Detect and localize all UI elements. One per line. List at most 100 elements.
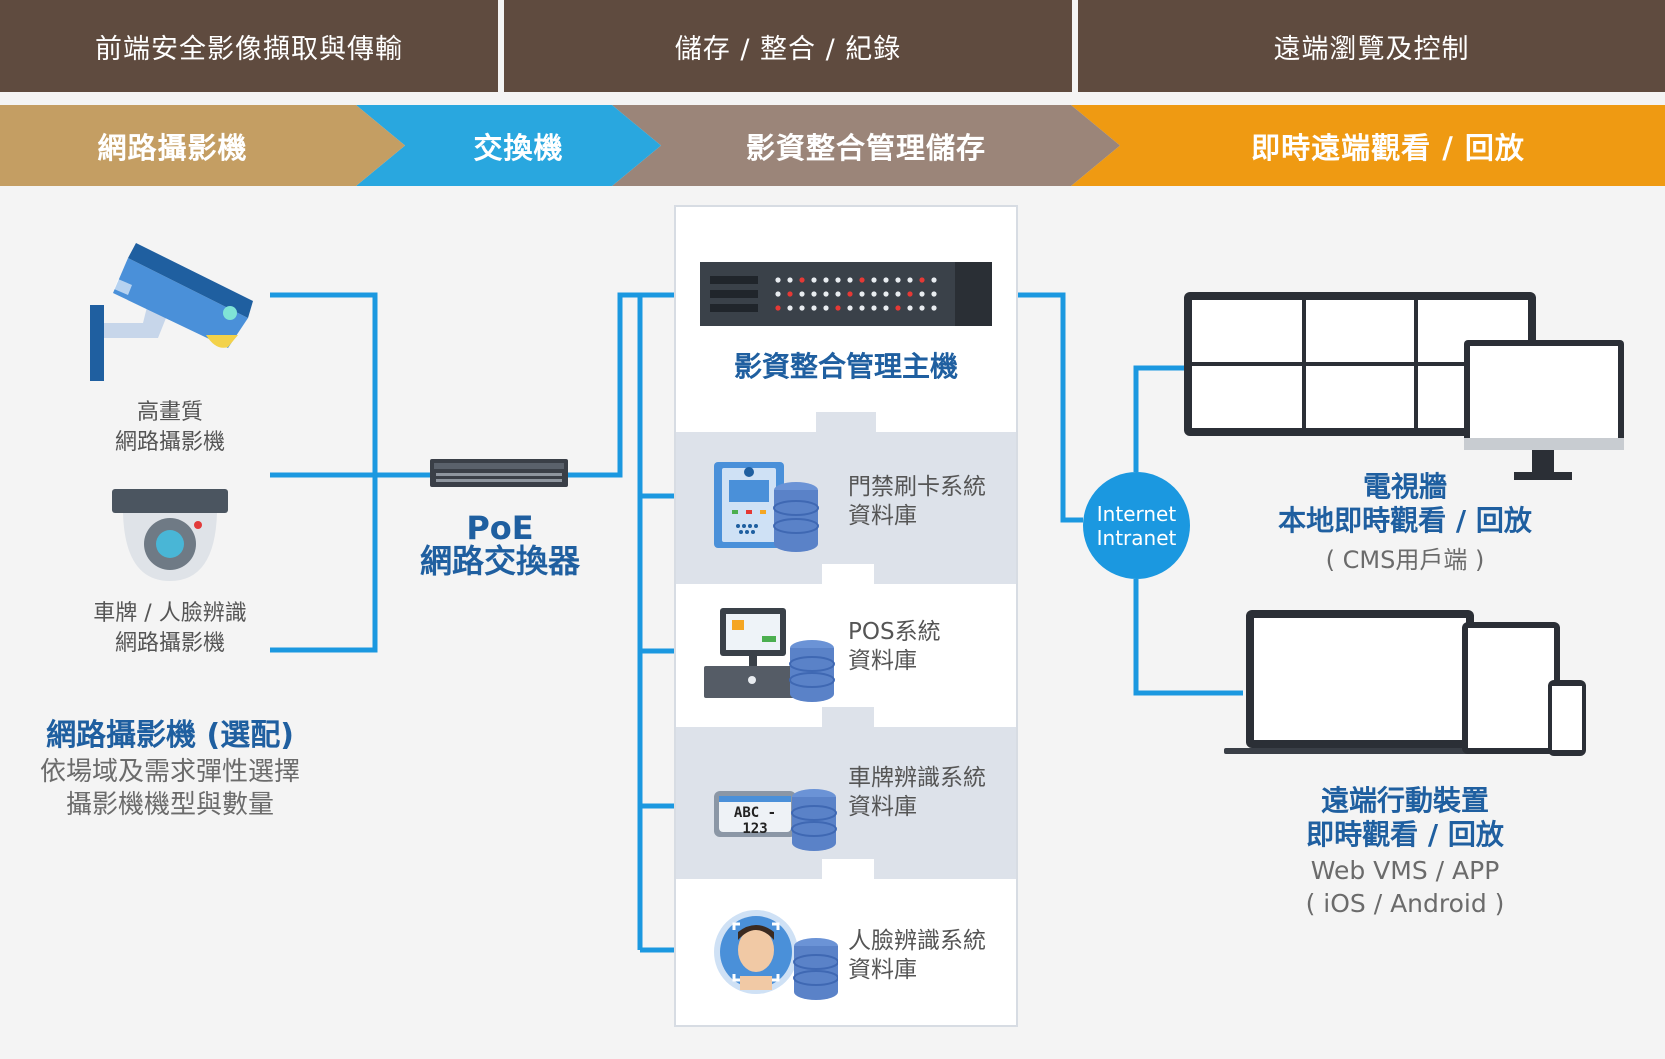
nvr-led xyxy=(919,277,925,283)
poe-switch-label-line2: 網路交換器 xyxy=(419,542,580,580)
optional-camera-desc: 依場域及需求彈性選擇 攝影機機型與數量 xyxy=(10,756,330,822)
mobile-label-line1: 遠端行動裝置 xyxy=(1320,784,1489,817)
nvr-led xyxy=(871,305,877,311)
header-storage: 儲存 / 整合 / 紀錄 xyxy=(504,0,1072,92)
nvr-led xyxy=(811,291,817,297)
optional-camera-desc-line2: 攝影機機型與數量 xyxy=(65,790,274,820)
optional-camera-title: 網路攝影機 (選配) xyxy=(46,718,294,753)
internet-node: Internet Intranet xyxy=(1083,472,1190,579)
nvr-led xyxy=(823,291,829,297)
flow-step-switch: 交換機 xyxy=(356,105,661,186)
hd-camera-label-line1: 高畫質 xyxy=(136,400,203,425)
mobile-platforms-line1: Web VMS / APP xyxy=(1310,856,1500,885)
flow-step-camera: 網路攝影機 xyxy=(0,105,405,186)
db-lpr-label-line2: 資料庫 xyxy=(848,794,917,820)
mobile-platforms-line2: ( iOS / Android ) xyxy=(1305,889,1505,918)
dome-camera-icon xyxy=(112,489,228,581)
nvr-led xyxy=(823,305,829,311)
panel-tab xyxy=(822,859,874,879)
storage-panel: 影資整合管理主機 門禁刷卡系統 資料庫 POS系統 資料庫 xyxy=(674,205,1018,1027)
panel-tab xyxy=(822,707,874,727)
nvr-led xyxy=(787,291,793,297)
db-face-label-line1: 人臉辨識系統 xyxy=(848,928,986,954)
nvr-host-icon xyxy=(700,262,992,326)
nvr-led xyxy=(847,291,853,297)
optional-camera-desc-line1: 依場域及需求彈性選擇 xyxy=(39,757,300,787)
nvr-led xyxy=(811,305,817,311)
internet-node-line2: Intranet xyxy=(1096,525,1177,550)
header-remote-label: 遠端瀏覽及控制 xyxy=(1273,33,1470,65)
nvr-led xyxy=(895,291,901,297)
header-capture-label: 前端安全影像擷取與傳輸 xyxy=(95,33,403,65)
nvr-led xyxy=(775,305,781,311)
nvr-led xyxy=(895,277,901,283)
header-remote: 遠端瀏覽及控制 xyxy=(1078,0,1665,92)
mobile-platforms: Web VMS / APP ( iOS / Android ) xyxy=(1235,854,1575,920)
nvr-led xyxy=(835,305,841,311)
flow-step-camera-label: 網路攝影機 xyxy=(97,130,248,165)
flow-step-storage: 影資整合管理儲存 xyxy=(612,105,1120,186)
lpr-camera-label-line1: 車牌 / 人臉辨識 xyxy=(93,601,247,626)
nvr-led xyxy=(847,305,853,311)
pos-terminal-icon xyxy=(704,608,835,702)
db-pos-label: POS系統 資料庫 xyxy=(848,618,941,676)
nvr-led xyxy=(871,291,877,297)
tv-wall-client: ( CMS用戶端 ) xyxy=(1325,546,1485,574)
nvr-led xyxy=(931,291,937,297)
mobile-label-line2: 即時觀看 / 回放 xyxy=(1306,818,1504,851)
tv-wall-icon xyxy=(1184,292,1624,480)
db-lpr-label: 車牌辨識系統 資料庫 xyxy=(848,764,986,822)
db-access-label-line1: 門禁刷卡系統 xyxy=(848,474,986,500)
nvr-led xyxy=(883,305,889,311)
panel-tab xyxy=(816,412,876,432)
db-face-label: 人臉辨識系統 資料庫 xyxy=(848,927,986,985)
nvr-led xyxy=(799,291,805,297)
face-recognition-icon xyxy=(714,910,838,1000)
nvr-led xyxy=(787,305,793,311)
license-plate-text: ABC - 123 xyxy=(733,805,777,837)
poe-switch-label: PoE 網路交換器 xyxy=(400,512,600,578)
header-capture: 前端安全影像擷取與傳輸 xyxy=(0,0,498,92)
nvr-led xyxy=(871,277,877,283)
flow-step-switch-label: 交換機 xyxy=(473,130,564,165)
nvr-led xyxy=(907,277,913,283)
flow-step-remote: 即時遠端觀看 / 回放 xyxy=(1071,105,1665,186)
tv-wall-label-line1: 電視牆 xyxy=(1362,470,1447,503)
nvr-led xyxy=(919,305,925,311)
nvr-led xyxy=(799,305,805,311)
internet-node-line1: Internet xyxy=(1096,501,1177,526)
nvr-led xyxy=(775,291,781,297)
mobile-label: 遠端行動裝置 即時觀看 / 回放 xyxy=(1235,784,1575,852)
nvr-led xyxy=(859,277,865,283)
nvr-led xyxy=(895,305,901,311)
nvr-led xyxy=(883,277,889,283)
nvr-led xyxy=(931,277,937,283)
nvr-led xyxy=(847,277,853,283)
db-pos-label-line2: 資料庫 xyxy=(848,648,917,674)
lpr-camera-label: 車牌 / 人臉辨識 網路攝影機 xyxy=(60,599,280,659)
poe-switch-label-line1: PoE xyxy=(466,509,534,547)
nvr-led xyxy=(907,305,913,311)
bullet-camera-icon xyxy=(90,243,253,381)
access-control-icon xyxy=(714,462,819,552)
db-lpr-label-line1: 車牌辨識系統 xyxy=(848,765,986,791)
nvr-led xyxy=(835,277,841,283)
nvr-host-title: 影資整合管理主機 xyxy=(733,350,958,383)
header-storage-label: 儲存 / 整合 / 紀錄 xyxy=(674,33,902,65)
nvr-led xyxy=(799,277,805,283)
lpr-camera-label-line2: 網路攝影機 xyxy=(114,631,225,656)
license-plate-icon xyxy=(714,789,837,851)
nvr-led xyxy=(859,305,865,311)
panel-tab xyxy=(822,564,874,584)
nvr-led xyxy=(787,277,793,283)
nvr-led xyxy=(835,291,841,297)
flow-step-storage-label: 影資整合管理儲存 xyxy=(745,130,986,165)
mobile-devices-icon xyxy=(1224,610,1586,756)
poe-switch-icon xyxy=(430,459,568,487)
nvr-led xyxy=(775,277,781,283)
db-access-label: 門禁刷卡系統 資料庫 xyxy=(848,473,986,531)
hd-camera-label-line2: 網路攝影機 xyxy=(114,430,225,455)
nvr-led xyxy=(883,291,889,297)
nvr-led xyxy=(823,277,829,283)
